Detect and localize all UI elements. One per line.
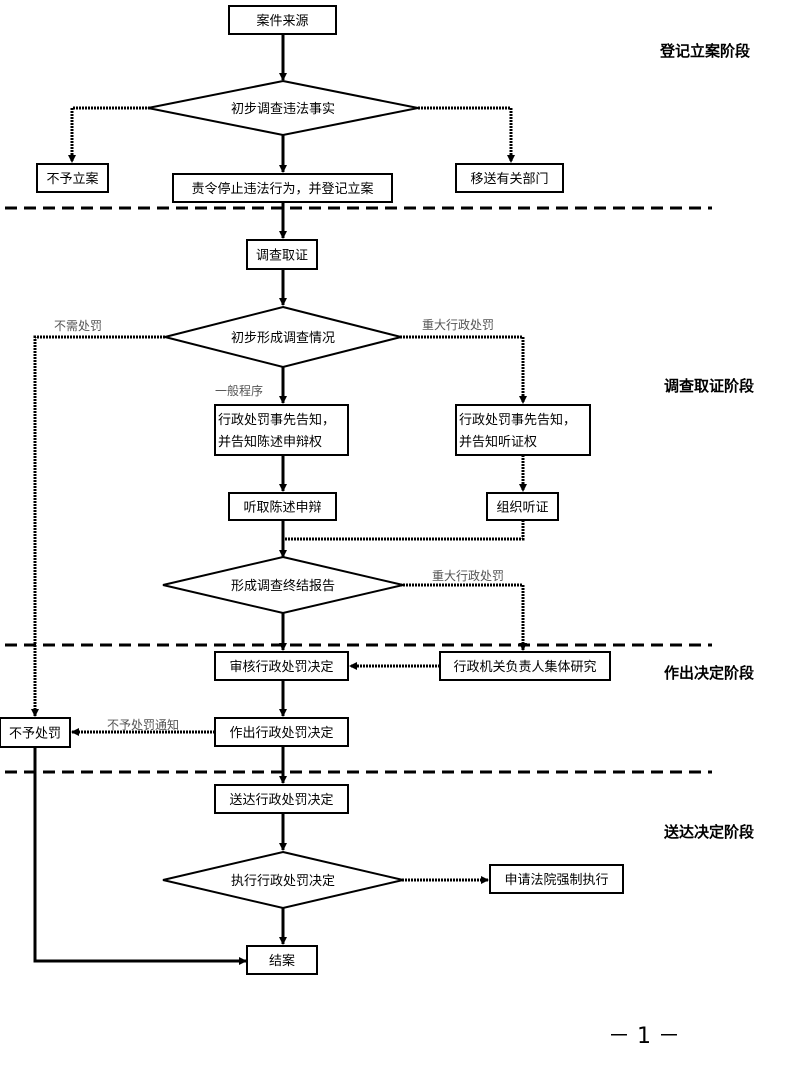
node-label: 听取陈述申辩 bbox=[243, 500, 321, 516]
stage-label-decide: 作出决定阶段 bbox=[664, 664, 754, 682]
edge-report-to-collective bbox=[400, 583, 527, 651]
node-final-report: 形成调查终结报告 bbox=[162, 555, 404, 615]
node-prelim-check: 初步调查违法事实 bbox=[147, 79, 419, 137]
node-notice-hearing: 行政处罚事先告知， 并告知听证权 bbox=[455, 404, 591, 456]
node-label: 作出行政处罚决定 bbox=[229, 726, 333, 741]
edge-label-major-penalty: 重大行政处罚 bbox=[422, 318, 494, 332]
node-label: 执行行政处罚决定 bbox=[231, 874, 335, 889]
process-box bbox=[228, 5, 337, 35]
node-label: 调查取证 bbox=[256, 249, 308, 264]
node-label: 并告知听证权 bbox=[459, 434, 537, 450]
edge-check-to-nofiling bbox=[68, 106, 150, 163]
node-label: 行政机关负责人集体研究 bbox=[453, 659, 596, 675]
node-transfer: 移送有关部门 bbox=[455, 163, 564, 193]
node-organize-hearing: 组织听证 bbox=[486, 492, 559, 521]
stage-label-register: 登记立案阶段 bbox=[659, 42, 750, 60]
decision-diamond bbox=[147, 79, 419, 137]
process-box bbox=[214, 717, 349, 747]
node-label: 送达行政处罚决定 bbox=[229, 793, 333, 808]
process-box bbox=[246, 239, 318, 270]
edges-dotted bbox=[31, 106, 527, 884]
node-close-case: 结案 bbox=[246, 945, 318, 975]
node-label: 审核行政处罚决定 bbox=[229, 660, 333, 675]
process-box bbox=[246, 945, 318, 975]
node-prelim-findings: 初步形成调查情况 bbox=[164, 305, 402, 369]
process-box bbox=[455, 163, 564, 193]
node-case-source: 案件来源 bbox=[228, 5, 337, 35]
process-box bbox=[0, 717, 71, 748]
decision-diamond bbox=[164, 305, 402, 369]
node-label: 行政处罚事先告知， bbox=[459, 412, 576, 428]
node-label: 形成调查终结报告 bbox=[231, 578, 335, 594]
edge-findings-to-nopenalty bbox=[31, 335, 165, 717]
process-box bbox=[228, 492, 337, 521]
node-label: 初步调查违法事实 bbox=[231, 102, 335, 117]
node-label: 责令停止违法行为，并登记立案 bbox=[191, 181, 373, 197]
node-label: 移送有关部门 bbox=[470, 172, 548, 187]
edge-findings-to-hearing-notice bbox=[400, 335, 527, 404]
node-label: 并告知陈述申辩权 bbox=[218, 434, 322, 450]
process-box bbox=[214, 651, 349, 681]
node-label: 行政处罚事先告知， bbox=[218, 412, 335, 428]
stage-label-investigate: 调查取证阶段 bbox=[664, 377, 754, 395]
node-label: 案件来源 bbox=[256, 14, 308, 29]
decision-diamond bbox=[162, 555, 404, 615]
node-label: 结案 bbox=[269, 954, 295, 969]
process-box bbox=[489, 864, 624, 894]
page-number: － 1 － bbox=[608, 1024, 680, 1049]
node-make-decision: 作出行政处罚决定 bbox=[214, 717, 349, 747]
process-box bbox=[214, 404, 349, 456]
edge-label-no-penalty-needed: 不需处罚 bbox=[54, 319, 102, 333]
node-no-filing: 不予立案 bbox=[36, 163, 109, 193]
process-box bbox=[36, 163, 109, 193]
edges-solid bbox=[33, 34, 287, 965]
edge-label-general-procedure: 一般程序 bbox=[215, 383, 263, 398]
node-investigate: 调查取证 bbox=[246, 239, 318, 270]
decision-diamond bbox=[162, 850, 404, 910]
node-court-enforce: 申请法院强制执行 bbox=[489, 864, 624, 894]
node-collective-study: 行政机关负责人集体研究 bbox=[439, 651, 611, 681]
node-deliver-decision: 送达行政处罚决定 bbox=[214, 784, 349, 814]
node-execute-decision: 执行行政处罚决定 bbox=[162, 850, 404, 910]
node-notice-defense: 行政处罚事先告知， 并告知陈述申辩权 bbox=[214, 404, 349, 456]
node-hear-defense: 听取陈述申辩 bbox=[228, 492, 337, 521]
edge-nopenalty-to-close bbox=[33, 747, 247, 965]
node-label: 不予立案 bbox=[46, 172, 98, 187]
node-label: 初步形成调查情况 bbox=[231, 331, 335, 346]
node-review-decision: 审核行政处罚决定 bbox=[214, 651, 349, 681]
process-box bbox=[214, 784, 349, 814]
process-box bbox=[486, 492, 559, 521]
node-label: 组织听证 bbox=[496, 501, 548, 516]
edge-check-to-transfer bbox=[418, 106, 515, 163]
edge-label-no-penalty-notice: 不予处罚通知 bbox=[107, 718, 179, 732]
node-label: 申请法院强制执行 bbox=[504, 873, 608, 888]
process-box bbox=[172, 173, 393, 203]
node-no-penalty: 不予处罚 bbox=[0, 717, 71, 748]
edge-organize-to-report bbox=[283, 520, 525, 541]
process-box bbox=[439, 651, 611, 681]
stage-label-deliver: 送达决定阶段 bbox=[663, 823, 754, 841]
node-order-stop: 责令停止违法行为，并登记立案 bbox=[172, 173, 393, 203]
edge-label-major-penalty: 重大行政处罚 bbox=[432, 569, 504, 583]
process-box bbox=[455, 404, 591, 456]
node-label: 不予处罚 bbox=[9, 727, 61, 742]
